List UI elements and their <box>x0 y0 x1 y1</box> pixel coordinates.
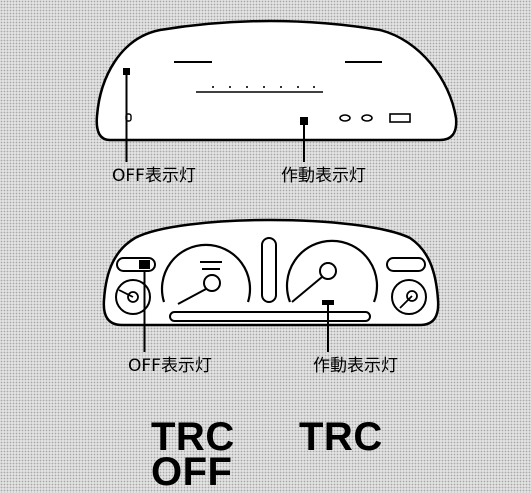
lower-right-small-gauge-hub <box>406 290 418 302</box>
lower-right-large-gauge-arc <box>285 239 379 303</box>
lower-right-top-slot <box>386 257 426 272</box>
lower-left-large-gauge-arc <box>160 243 252 303</box>
indicator-symbols: TRC OFF TRC <box>151 415 383 493</box>
lower-cluster-outline <box>102 218 440 327</box>
lower-right-large-gauge-hub <box>319 262 337 280</box>
upper-off-indicator-lamp <box>123 68 130 75</box>
lower-bottom-bar <box>169 311 371 322</box>
lower-left-small-gauge-needle <box>118 289 134 298</box>
upper-instrument-cluster: OFF表示灯 作動表示灯 <box>95 19 458 186</box>
lower-right-large-gauge-needle <box>291 276 323 303</box>
upper-small-display <box>389 113 411 123</box>
trc-active-indicator: TRC <box>299 415 383 459</box>
lower-left-small-gauge-hub <box>127 291 139 303</box>
lower-left-large-gauge-needle <box>177 288 207 305</box>
lower-left-large-gauge-hub <box>203 274 221 292</box>
upper-small-lamp-1 <box>339 114 351 122</box>
lower-right-small-gauge <box>391 279 427 315</box>
lower-center-vertical-slot <box>261 237 277 303</box>
lower-off-indicator-label: OFF表示灯 <box>128 356 212 376</box>
lower-right-small-gauge-needle <box>399 295 413 309</box>
lower-instrument-cluster: OFF表示灯 作動表示灯 <box>102 218 440 376</box>
lower-off-indicator-lamp <box>139 260 150 269</box>
upper-cluster-outline <box>95 19 458 142</box>
upper-active-indicator-label: 作動表示灯 <box>281 166 366 186</box>
lower-left-small-gauge <box>115 279 151 315</box>
lower-active-indicator-lamp <box>322 300 334 305</box>
trc-off-indicator-line2: OFF <box>151 450 232 493</box>
lower-active-indicator-label: 作動表示灯 <box>313 356 398 376</box>
upper-small-lamp-2 <box>361 114 373 122</box>
upper-off-indicator-label: OFF表示灯 <box>112 166 196 186</box>
upper-scale-ticks <box>212 86 315 88</box>
lower-left-top-slot <box>116 257 156 272</box>
upper-active-indicator-lamp <box>300 117 308 125</box>
trc-off-indicator-line1: TRC <box>151 415 235 459</box>
